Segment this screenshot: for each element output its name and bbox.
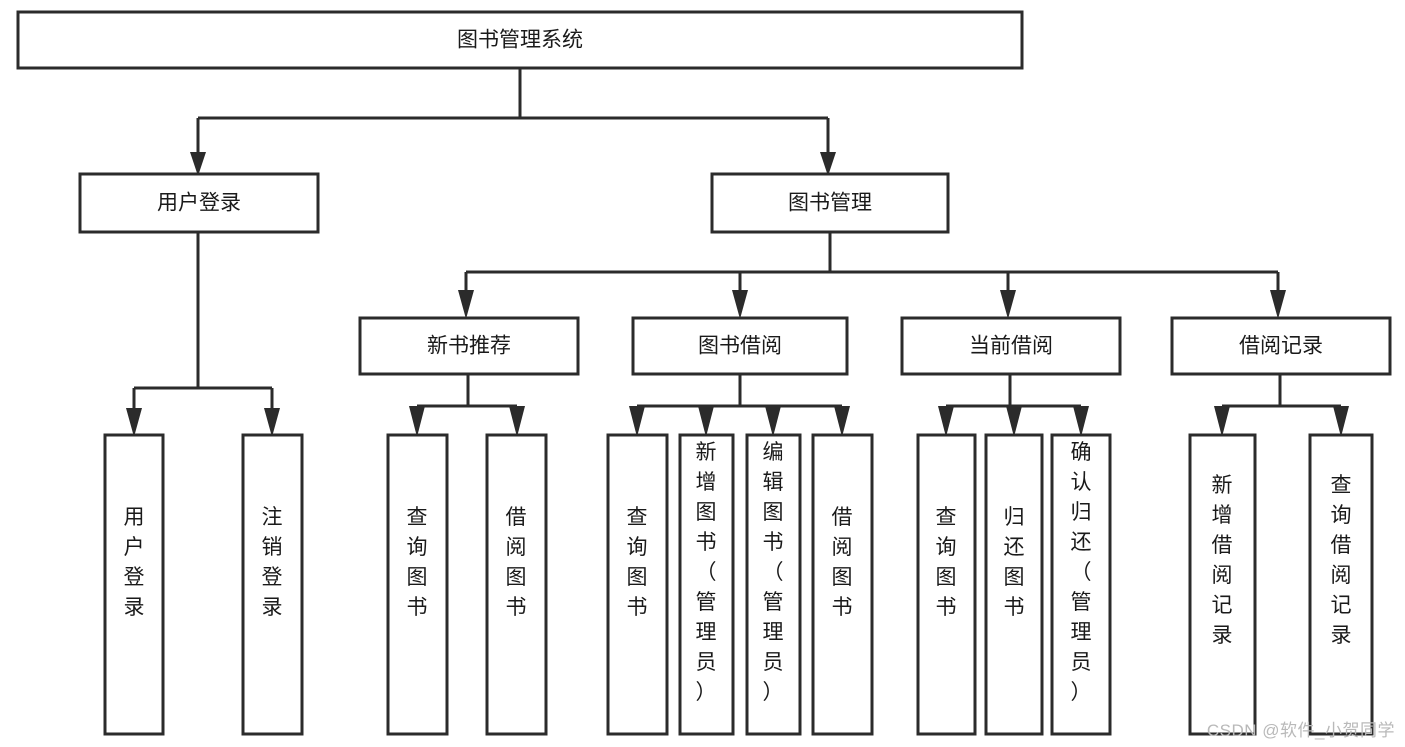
node-leaf-add-borrow-record-box[interactable] xyxy=(1188,433,1257,736)
node-book-management-label: 图书管理 xyxy=(788,192,872,215)
node-leaf-add-book-admin-label: 新增图书（管理员） xyxy=(696,441,717,704)
arrow-head-borrow-record xyxy=(1270,290,1286,319)
node-leaf-query-book-borrow-box[interactable] xyxy=(606,433,669,736)
node-book-borrow-label: 图书借阅 xyxy=(698,335,782,358)
node-leaf-user-login[interactable]: 用户登录 xyxy=(103,433,165,736)
node-leaf-logout-label: 注销登录 xyxy=(262,506,283,619)
node-current-borrow-label: 当前借阅 xyxy=(969,335,1053,358)
arrow-head-leaf-add-book-admin xyxy=(698,406,714,437)
node-book-management[interactable]: 图书管理 xyxy=(710,172,950,234)
node-leaf-borrow-book-rec-label: 借阅图书 xyxy=(506,506,527,619)
node-user-login[interactable]: 用户登录 xyxy=(78,172,320,234)
arrow-head-leaf-user-login xyxy=(126,408,142,437)
node-leaf-query-book-rec[interactable]: 查询图书 xyxy=(386,433,449,736)
arrow-head-leaf-logout xyxy=(264,408,280,437)
node-book-borrow[interactable]: 图书借阅 xyxy=(631,316,849,376)
node-leaf-query-book-borrow-label: 查询图书 xyxy=(627,506,648,619)
node-current-borrow-box[interactable] xyxy=(900,316,1122,376)
node-book-borrow-box[interactable] xyxy=(631,316,849,376)
node-leaf-borrow-book-box[interactable] xyxy=(811,433,874,736)
connector-group-user-login xyxy=(126,232,280,437)
node-borrow-record-box[interactable] xyxy=(1170,316,1392,376)
node-new-book-recommend[interactable]: 新书推荐 xyxy=(358,316,580,376)
node-leaf-query-book-rec-box[interactable] xyxy=(386,433,449,736)
arrow-head-new-book-recommend xyxy=(458,290,474,319)
node-leaf-query-book-borrow[interactable]: 查询图书 xyxy=(606,433,669,736)
arrow-head-leaf-confirm-return-admin xyxy=(1073,406,1089,437)
node-leaf-add-borrow-record[interactable]: 新增借阅记录 xyxy=(1188,433,1257,736)
node-root-box[interactable] xyxy=(16,10,1024,70)
node-leaf-add-book-admin[interactable]: 新增图书（管理员） xyxy=(678,433,735,736)
connector-group-borrow-record xyxy=(1214,374,1349,437)
node-leaf-confirm-return-admin-box[interactable] xyxy=(1050,433,1112,736)
node-user-login-box[interactable] xyxy=(78,172,320,234)
connector-group-new-book-recommend xyxy=(409,374,525,437)
connector-group-book-management xyxy=(458,232,1286,319)
node-leaf-borrow-book-label: 借阅图书 xyxy=(832,506,853,619)
node-leaf-user-login-label: 用户登录 xyxy=(124,506,145,619)
node-leaf-query-book-rec-label: 查询图书 xyxy=(407,506,428,619)
arrow-head-user-login xyxy=(190,152,206,176)
node-leaf-query-borrow-record-box[interactable] xyxy=(1308,433,1374,736)
node-leaf-query-borrow-record-label: 查询借阅记录 xyxy=(1331,474,1352,647)
node-leaf-query-book-current-label: 查询图书 xyxy=(936,506,957,619)
node-borrow-record-label: 借阅记录 xyxy=(1239,335,1323,358)
arrow-head-current-borrow xyxy=(1000,290,1016,319)
csdn-watermark: CSDN @软件_小贺同学 xyxy=(1206,721,1395,740)
node-leaf-user-login-box[interactable] xyxy=(103,433,165,736)
node-leaf-add-book-admin-box[interactable] xyxy=(678,433,735,736)
node-leaf-edit-book-admin[interactable]: 编辑图书（管理员） xyxy=(745,433,802,736)
node-new-book-recommend-box[interactable] xyxy=(358,316,580,376)
node-leaf-edit-book-admin-label: 编辑图书（管理员） xyxy=(763,441,784,704)
arrow-head-leaf-query-book-current xyxy=(938,406,954,437)
node-leaf-return-book-box[interactable] xyxy=(984,433,1044,736)
node-leaf-query-book-current[interactable]: 查询图书 xyxy=(916,433,977,736)
node-leaf-borrow-book-rec-box[interactable] xyxy=(485,433,548,736)
arrow-head-leaf-borrow-book-rec xyxy=(509,406,525,437)
node-leaf-borrow-book[interactable]: 借阅图书 xyxy=(811,433,874,736)
node-borrow-record[interactable]: 借阅记录 xyxy=(1170,316,1392,376)
node-current-borrow[interactable]: 当前借阅 xyxy=(900,316,1122,376)
node-user-login-label: 用户登录 xyxy=(157,192,241,215)
node-leaf-add-borrow-record-label: 新增借阅记录 xyxy=(1212,474,1233,647)
node-leaf-query-book-current-box[interactable] xyxy=(916,433,977,736)
node-leaf-query-borrow-record[interactable]: 查询借阅记录 xyxy=(1308,433,1374,736)
node-leaf-edit-book-admin-box[interactable] xyxy=(745,433,802,736)
node-leaf-logout-box[interactable] xyxy=(241,433,304,736)
node-leaf-return-book-label: 归还图书 xyxy=(1004,506,1025,619)
node-book-management-box[interactable] xyxy=(710,172,950,234)
node-leaf-logout[interactable]: 注销登录 xyxy=(241,433,304,736)
node-leaf-return-book[interactable]: 归还图书 xyxy=(984,433,1044,736)
node-leaf-confirm-return-admin-label: 确认归还（管理员） xyxy=(1071,441,1092,704)
node-leaf-confirm-return-admin[interactable]: 确认归还（管理员） xyxy=(1050,433,1112,736)
connector-group-book-borrow xyxy=(629,374,850,437)
arrow-head-leaf-query-book-borrow xyxy=(629,406,645,437)
connector-group-current-borrow xyxy=(938,374,1089,437)
connector-group-root xyxy=(190,68,836,176)
arrow-head-book-borrow xyxy=(732,290,748,319)
arrow-head-leaf-edit-book-admin xyxy=(765,406,781,437)
node-leaf-borrow-book-rec[interactable]: 借阅图书 xyxy=(485,433,548,736)
arrow-head-leaf-return-book xyxy=(1006,406,1022,437)
node-root[interactable]: 图书管理系统 xyxy=(16,10,1024,70)
node-new-book-recommend-label: 新书推荐 xyxy=(427,335,511,358)
arrow-head-leaf-query-borrow-record xyxy=(1333,406,1349,437)
node-root-label: 图书管理系统 xyxy=(457,29,583,52)
arrow-head-leaf-add-borrow-record xyxy=(1214,406,1230,437)
arrow-head-leaf-borrow-book xyxy=(834,406,850,437)
arrow-head-book-management xyxy=(820,152,836,176)
arrow-head-leaf-query-book-rec xyxy=(409,406,425,437)
